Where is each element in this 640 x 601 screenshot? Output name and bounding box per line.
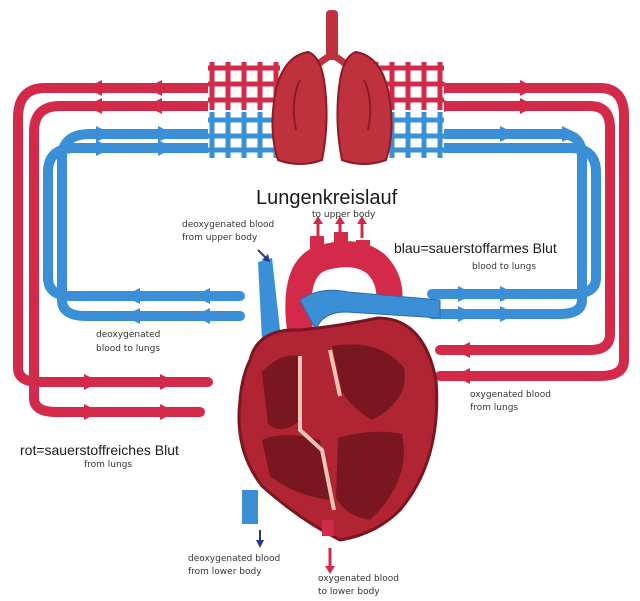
label-ox-lungs-right-line2: from lungs bbox=[470, 403, 518, 414]
overlay-title: Lungenkreislauf bbox=[256, 186, 397, 210]
label-deox-lungs-right: blood to lungs bbox=[472, 262, 536, 273]
superior-vena-cava bbox=[258, 258, 280, 340]
overlay-blue-note: blau=sauerstoffarmes Blut bbox=[394, 240, 557, 257]
label-deox-lungs-left-line2: blood to lungs bbox=[96, 344, 160, 355]
label-to-upper-body: to upper body bbox=[312, 210, 375, 221]
lower-body-arrows bbox=[256, 530, 335, 574]
label-ox-lower-line1: oxygenated blood bbox=[318, 574, 399, 585]
label-deox-lower-line1: deoxygenated blood bbox=[188, 554, 280, 565]
inferior-vena-cava bbox=[242, 490, 258, 524]
label-deox-lungs-left-line1: deoxygenated bbox=[96, 330, 160, 341]
descending-aorta bbox=[322, 520, 334, 536]
capillary-grid-left bbox=[208, 62, 280, 158]
overlay-red-note: rot=sauerstoffreiches Blut bbox=[20, 442, 179, 459]
upper-vena-arrow bbox=[258, 250, 270, 262]
label-ox-lungs-right-line1: oxygenated blood bbox=[470, 390, 551, 401]
lungs bbox=[272, 10, 391, 164]
left-lung bbox=[272, 52, 326, 164]
blue-vessel-loops bbox=[48, 134, 596, 316]
label-ox-lower-line2: to lower body bbox=[318, 587, 380, 598]
label-deox-upper-line1: deoxygenated blood bbox=[182, 220, 274, 231]
label-ox-lungs-left: from lungs bbox=[84, 460, 132, 471]
heart bbox=[239, 232, 440, 540]
label-deox-lower-line2: from lower body bbox=[188, 567, 262, 578]
label-deox-upper-line2: from upper body bbox=[182, 233, 257, 244]
